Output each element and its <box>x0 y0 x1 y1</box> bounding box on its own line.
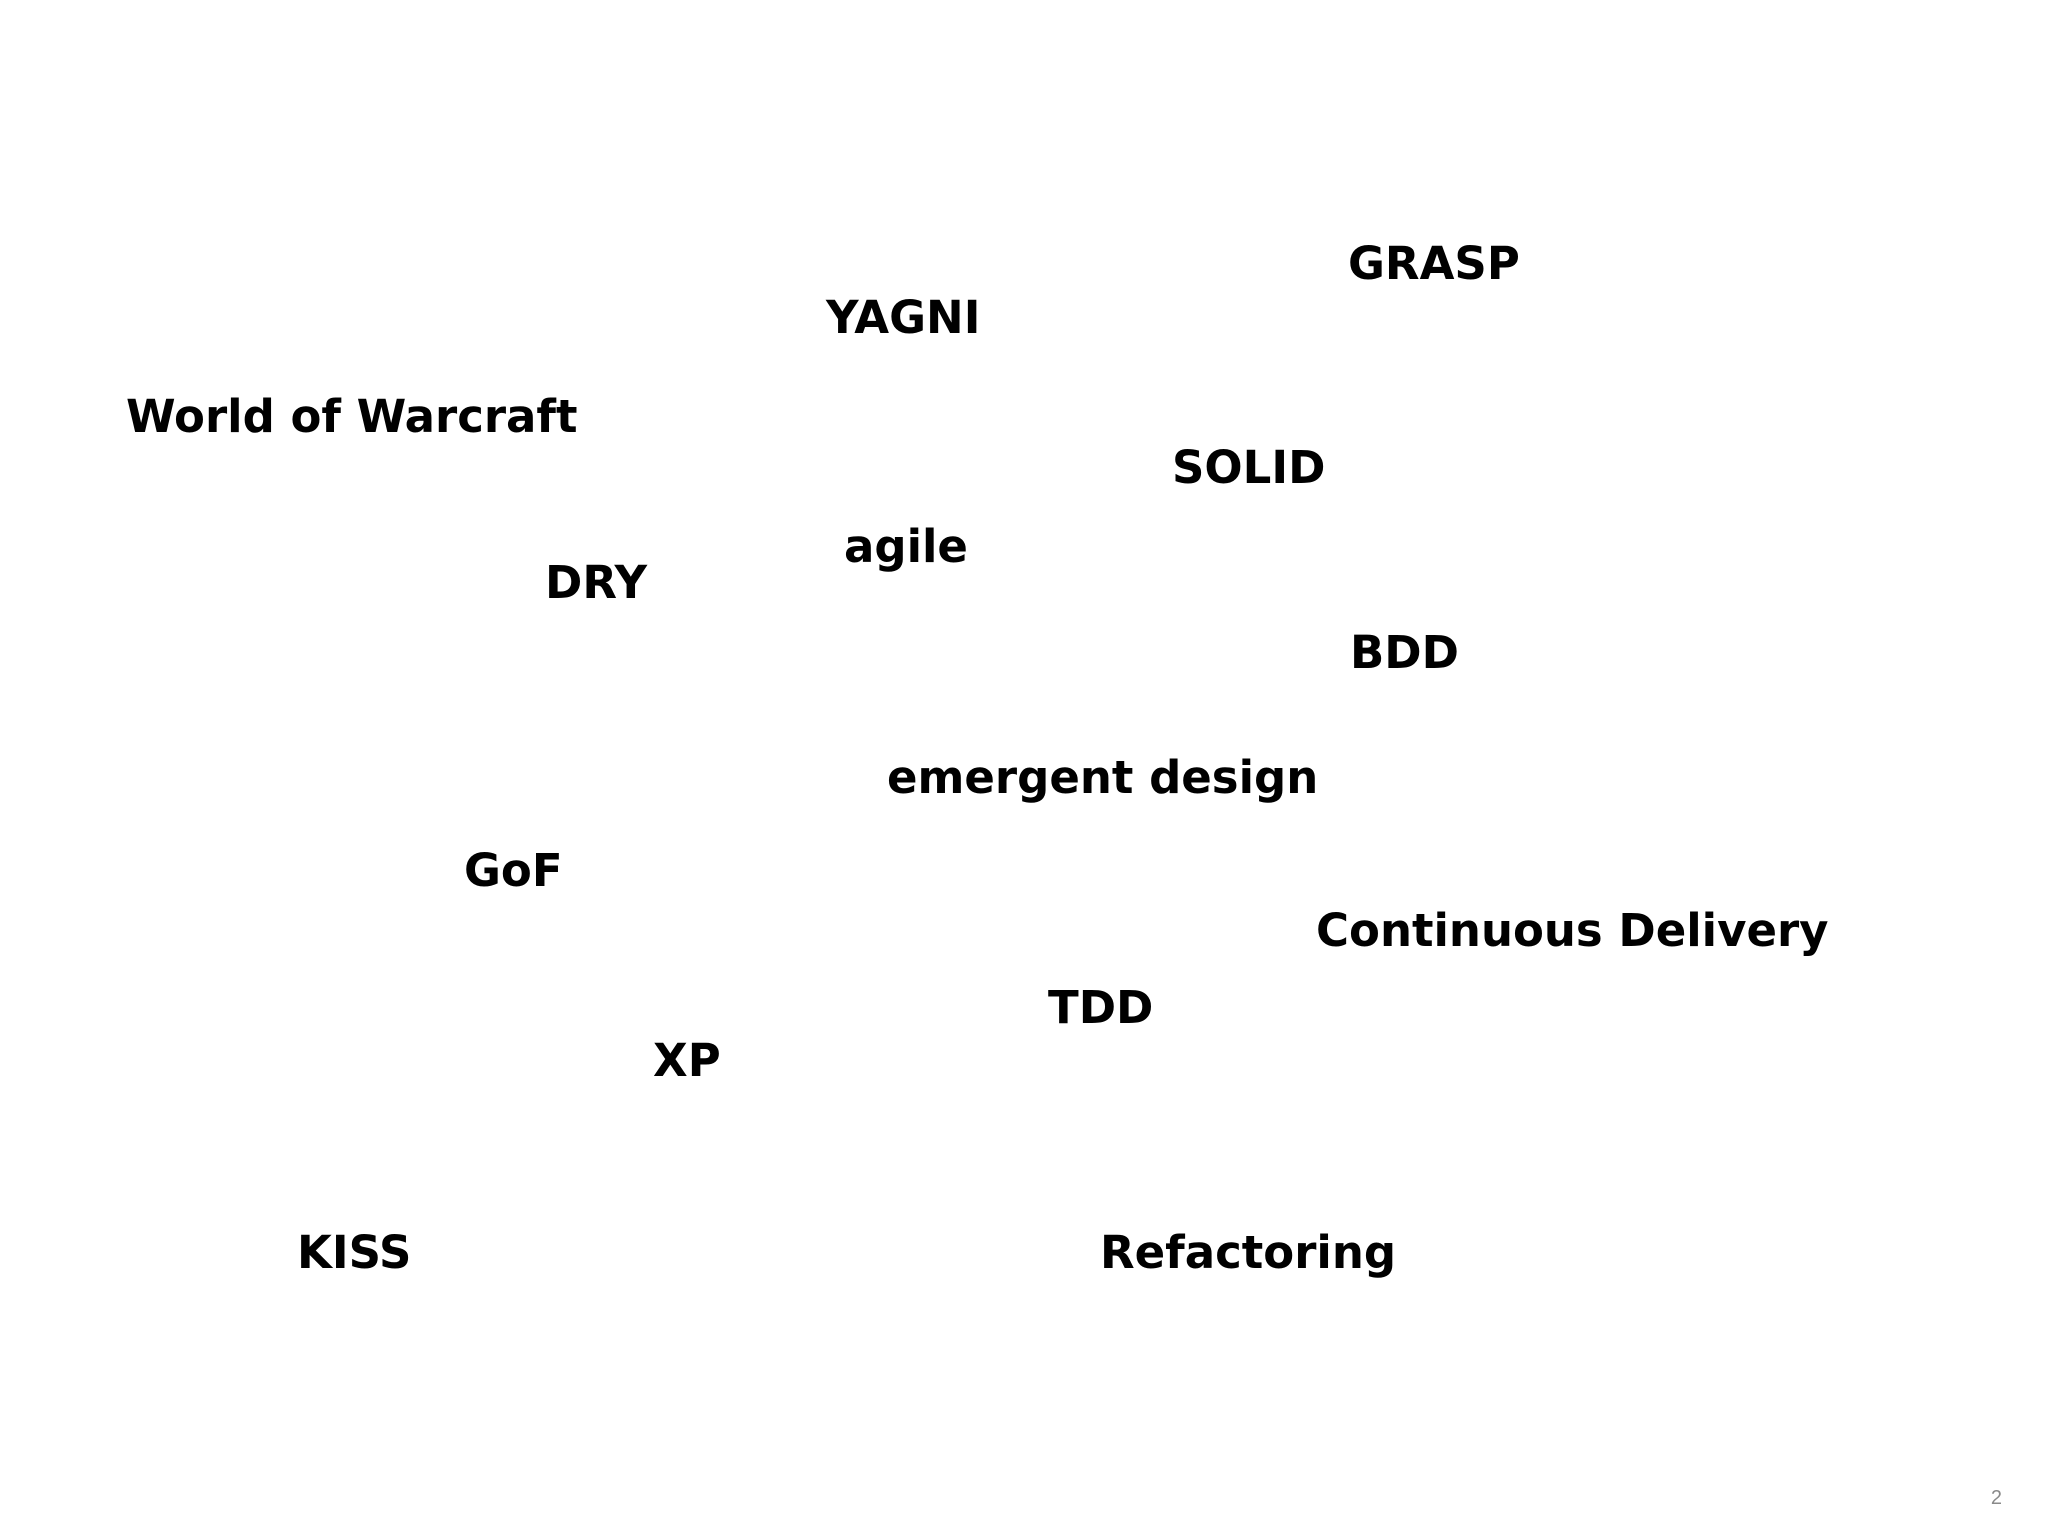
term-refactoring: Refactoring <box>1100 1226 1397 1279</box>
term-xp: XP <box>653 1034 721 1087</box>
page-number: 2 <box>1990 1487 2002 1509</box>
term-world-of-warcraft: World of Warcraft <box>126 390 578 443</box>
term-yagni: YAGNI <box>826 291 981 344</box>
term-dry: DRY <box>545 556 648 609</box>
term-kiss: KISS <box>297 1226 412 1279</box>
term-agile: agile <box>844 520 968 573</box>
term-emergent-design: emergent design <box>887 751 1319 804</box>
term-bdd: BDD <box>1350 626 1460 679</box>
term-tdd: TDD <box>1048 981 1154 1034</box>
term-gof: GoF <box>464 844 563 897</box>
term-grasp: GRASP <box>1348 237 1520 290</box>
term-continuous-delivery: Continuous Delivery <box>1316 904 1829 957</box>
term-solid: SOLID <box>1172 441 1326 494</box>
